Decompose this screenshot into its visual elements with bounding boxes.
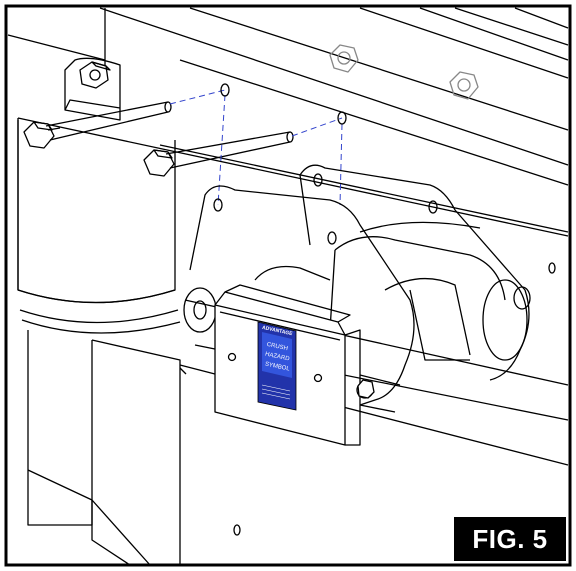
figure-border (4, 4, 572, 567)
frame-hole (233, 524, 241, 536)
bolt-upper (23, 101, 172, 149)
frame-rail-top (99, 7, 569, 186)
placard-line1: CRUSH (266, 342, 288, 352)
frame-hole (337, 111, 347, 125)
hanger-plate-left (189, 185, 415, 406)
figure-number-badge: FIG. 5 (454, 517, 566, 561)
upper-bracket (64, 57, 121, 121)
hex-nut-upper (79, 61, 111, 89)
placard-line2: HAZARD (265, 352, 291, 363)
pivot-tube (254, 221, 531, 361)
hanger-plate-right (299, 164, 530, 381)
crush-hazard-placard: ADVANTAGE CRUSH HAZARD SYMBOL (257, 321, 297, 411)
bolt-lower (143, 131, 294, 177)
placard-line3: SYMBOL (264, 361, 290, 372)
placard-fine-print (261, 384, 291, 400)
pivot-bushing-left (183, 287, 217, 333)
housing-box (214, 284, 401, 446)
frame-notch (179, 367, 187, 375)
phantom-nuts (329, 44, 479, 100)
frame-hole (220, 83, 230, 97)
frame-hole (548, 262, 556, 274)
left-post (7, 8, 106, 290)
air-spring (17, 120, 181, 566)
alignment-centerlines (169, 89, 343, 206)
